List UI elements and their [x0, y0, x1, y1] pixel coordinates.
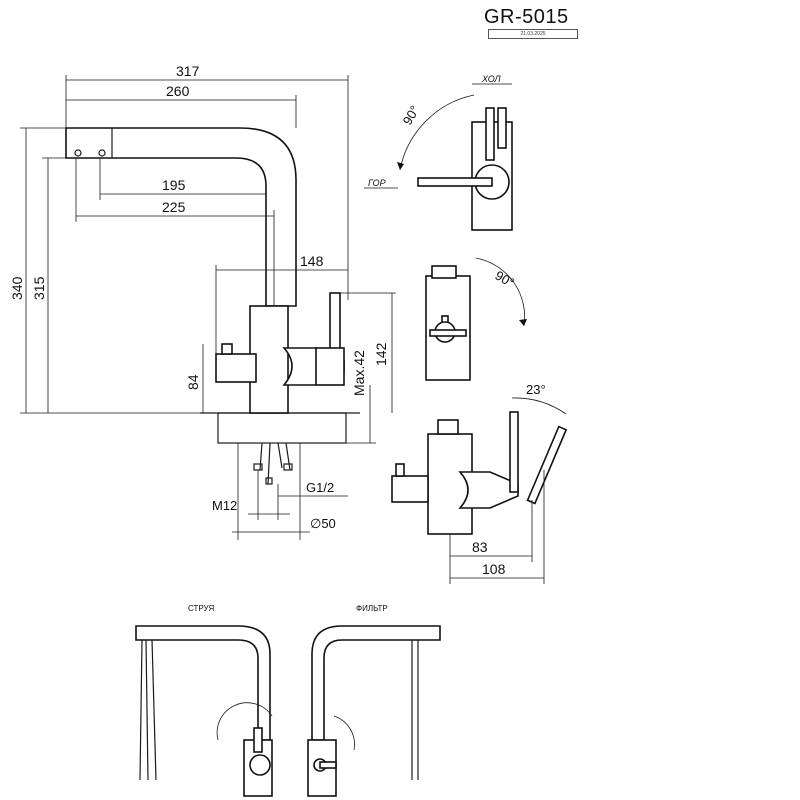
- label-jet: СТРУЯ: [188, 604, 214, 613]
- label-108: 108: [482, 561, 506, 577]
- tilt-top: [437, 419, 459, 435]
- tilt-body: [427, 433, 473, 535]
- tilt-knob: [391, 475, 429, 503]
- jet-mode-view: СТРУЯ: [135, 604, 273, 797]
- jet-valve: [249, 754, 271, 776]
- top-rotation-view: 90° ХОЛ ГОР: [364, 74, 513, 231]
- filter-spout: [311, 625, 441, 741]
- front-view: 317 260 195 225 148 340 315 84 Max.42 14…: [9, 63, 396, 540]
- filter-mode-view: ФИЛЬТР: [307, 604, 441, 797]
- jet-stream-3: [151, 639, 157, 781]
- filter-knob: [215, 353, 257, 383]
- label-m12: M12: [212, 498, 237, 513]
- jet-stream-2: [145, 639, 149, 781]
- tilt-view: 23° 83 108: [391, 382, 568, 584]
- label-317: 317: [176, 63, 200, 79]
- lever-post: [497, 107, 507, 149]
- label-195: 195: [162, 177, 186, 193]
- label-max42: Max.42: [351, 350, 367, 396]
- spout: [65, 127, 297, 307]
- arrowhead-top: [397, 162, 404, 170]
- rotation-arc-top: [399, 94, 475, 171]
- tilt-lever-tilted: [526, 425, 568, 505]
- filter-rotation-arc: [333, 715, 355, 751]
- tilt-knob-cap: [395, 463, 405, 477]
- jet-rotation-arc: [216, 702, 273, 741]
- label-g12: G1/2: [306, 480, 334, 495]
- angle-23: 23°: [526, 382, 546, 397]
- filter-knob-cap: [221, 343, 233, 355]
- model-number: GR-5015: [484, 6, 569, 28]
- side-filter-view: 90°: [425, 257, 527, 381]
- label-142: 142: [373, 342, 389, 366]
- hose-end-3: [265, 477, 273, 485]
- arrowhead-side: [519, 319, 527, 326]
- label-d50: ∅50: [310, 516, 336, 531]
- lever-horizontal: [417, 177, 493, 187]
- filter-mode-handle: [319, 761, 337, 769]
- label-hot: ГОР: [368, 178, 386, 188]
- hose-end-2: [283, 463, 293, 471]
- aerator-1: [74, 149, 82, 157]
- lever-cartridge: [315, 347, 345, 386]
- angle-90-side: 90°: [493, 268, 518, 291]
- label-cold: ХОЛ: [481, 74, 501, 84]
- jet-lever: [253, 727, 263, 753]
- jet-stream-1: [139, 639, 143, 781]
- filter-top: [431, 265, 457, 279]
- filter-valve-bar: [429, 329, 467, 337]
- label-84: 84: [185, 374, 201, 390]
- tilt-lever-vertical: [509, 411, 519, 493]
- label-260: 260: [166, 83, 190, 99]
- angle-90-top: 90°: [400, 103, 423, 128]
- countertop: [217, 412, 347, 444]
- rotation-arc-side: [475, 257, 526, 327]
- title-block: GR-5015 21.03.2025: [484, 6, 584, 39]
- lever-up: [485, 107, 495, 161]
- label-filter: ФИЛЬТР: [356, 604, 388, 613]
- tilt-arc: [511, 397, 567, 415]
- jet-spout: [135, 625, 271, 741]
- label-225: 225: [162, 199, 186, 215]
- label-340: 340: [9, 276, 25, 300]
- label-148: 148: [300, 253, 324, 269]
- supply-hoses: [259, 442, 291, 485]
- aerator-2: [98, 149, 106, 157]
- label-83: 83: [472, 539, 488, 555]
- revision-date: 21.03.2025: [488, 29, 578, 39]
- label-315: 315: [31, 276, 47, 300]
